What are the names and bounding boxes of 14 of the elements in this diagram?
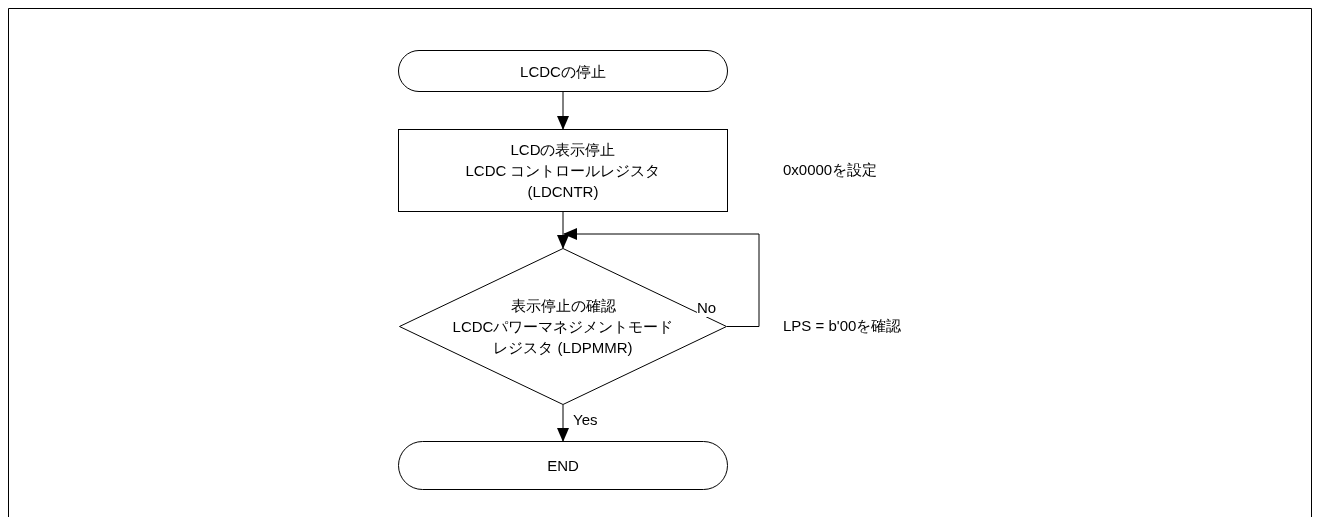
step-title: 表示停止の確認 xyxy=(509,296,617,316)
note-text: LPS = b'00を確認 xyxy=(783,317,902,335)
arrow xyxy=(557,404,569,442)
arrow xyxy=(557,211,569,249)
decision-diamond xyxy=(399,248,727,405)
step-title: LCDの表示停止 xyxy=(509,140,617,160)
note-text: 0x0000を設定 xyxy=(783,161,878,179)
step-text: END xyxy=(546,456,580,476)
step-text: LCDC コントロールレジスタ (LDCNTR) xyxy=(464,161,662,202)
arrow xyxy=(563,228,760,327)
step-text: LCDCの停止 xyxy=(519,61,607,82)
process-box xyxy=(398,129,728,212)
step-text: LCDCパワーマネジメントモードレジスタ (LDPMMR) xyxy=(451,317,675,358)
arrow xyxy=(557,91,569,130)
